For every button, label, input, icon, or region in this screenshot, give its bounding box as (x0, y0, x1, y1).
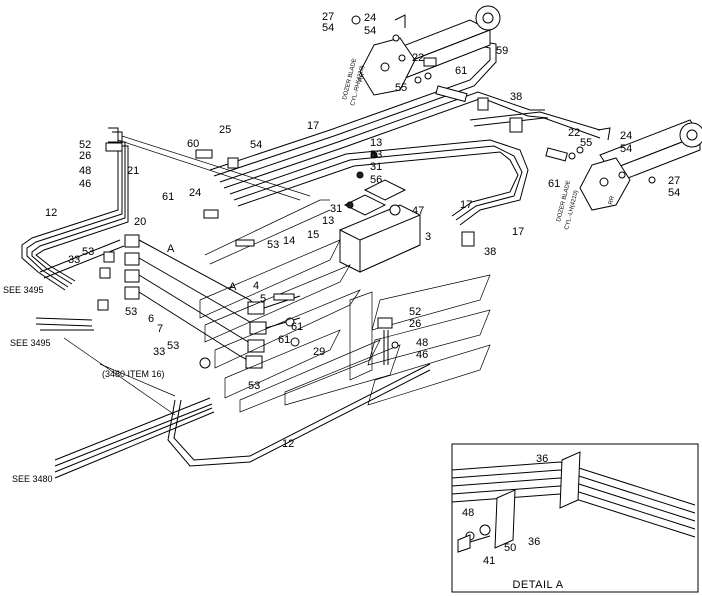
callout-59: 59 (496, 45, 508, 57)
callout-6: 6 (148, 313, 154, 325)
callout-21: 21 (127, 165, 139, 177)
callout-54: 54 (668, 187, 680, 199)
central-hose-bank (124, 199, 331, 369)
callout-61: 61 (278, 334, 290, 346)
cylinder-label-rr-right: RR (608, 195, 616, 206)
detail-marker-a: A (167, 243, 175, 255)
callout-38: 38 (484, 246, 496, 258)
callout-54: 54 (322, 22, 334, 34)
callout-61: 61 (548, 178, 560, 190)
callout-48: 48 (462, 507, 474, 519)
callout-12: 12 (282, 438, 294, 450)
callout-22: 22 (568, 127, 580, 139)
see-3495-label: SEE 3495 (10, 338, 51, 348)
callout-53: 53 (167, 340, 179, 352)
callout-38: 38 (510, 91, 522, 103)
callout-61: 61 (162, 191, 174, 203)
callout-7: 7 (157, 323, 163, 335)
item-16-reference: (3480 ITEM 16) (102, 369, 165, 379)
callout-24: 24 (189, 187, 201, 199)
callout-33: 33 (68, 254, 80, 266)
callout-25: 25 (219, 124, 231, 136)
detail-a-title: DETAIL A (512, 579, 563, 591)
callout-41: 41 (483, 555, 495, 567)
callout-26: 26 (79, 150, 91, 162)
callout-31: 31 (370, 161, 382, 173)
callout-61: 61 (455, 65, 467, 77)
callout-20: 20 (134, 216, 146, 228)
callout-56: 56 (370, 174, 382, 186)
reference-labels: SEE 3495 SEE 3495 (3480 ITEM 16) SEE 348… (3, 285, 563, 591)
callout-36: 36 (536, 453, 548, 465)
control-valve-block (339, 151, 421, 273)
callout-54: 54 (364, 25, 376, 37)
callout-27: 27 (668, 175, 680, 187)
callout-4: 4 (253, 280, 259, 292)
callout-53: 53 (370, 149, 382, 161)
left-pipe-bundle (21, 127, 311, 291)
callout-53: 53 (267, 239, 279, 251)
callout-labels: 27 54 24 54 59 22 61 55 38 17 13 53 31 5… (45, 11, 680, 567)
callout-27: 27 (322, 11, 334, 23)
callout-50: 50 (504, 542, 516, 554)
callout-48: 48 (79, 165, 91, 177)
misc-fittings (97, 97, 523, 369)
callout-47: 47 (412, 205, 424, 217)
callout-54: 54 (620, 143, 632, 155)
callout-46: 46 (416, 349, 428, 361)
detail-a-inset (451, 443, 699, 593)
callout-54: 54 (250, 139, 262, 151)
callout-12: 12 (45, 207, 57, 219)
callout-24: 24 (364, 12, 376, 24)
callout-36: 36 (528, 536, 540, 548)
callout-33: 33 (153, 346, 165, 358)
right-dozer-cylinder-lh: RR DOZER BLADE CYL.-LH(4210) (545, 119, 702, 230)
callout-46: 46 (79, 178, 91, 190)
callout-48: 48 (416, 337, 428, 349)
see-3495-label: SEE 3495 (3, 285, 44, 295)
callout-53: 53 (82, 246, 94, 258)
callout-53: 53 (125, 306, 137, 318)
lower-hose-lines (35, 239, 431, 479)
callout-29: 29 (313, 346, 325, 358)
callout-26: 26 (409, 318, 421, 330)
callout-13: 13 (370, 137, 382, 149)
callout-17: 17 (512, 226, 524, 238)
callout-55: 55 (395, 82, 407, 94)
callout-17: 17 (460, 199, 472, 211)
callout-24: 24 (620, 130, 632, 142)
callout-53: 53 (248, 380, 260, 392)
callout-61: 61 (291, 321, 303, 333)
callout-22: 22 (412, 52, 424, 64)
frame-plates (199, 239, 491, 413)
callout-15: 15 (307, 229, 319, 241)
top-dozer-cylinder-rh: RR DOZER BLADE CYL.-RH(4210) (342, 5, 501, 106)
callout-14: 14 (283, 235, 295, 247)
callout-5: 5 (260, 293, 266, 305)
cylinder-label-rr-top: RR (358, 72, 366, 83)
callout-13: 13 (322, 215, 334, 227)
callout-17: 17 (307, 120, 319, 132)
callout-31: 31 (330, 203, 342, 215)
callout-55: 55 (580, 137, 592, 149)
see-3480-label: SEE 3480 (12, 474, 53, 484)
detail-marker-a: A (229, 281, 237, 293)
callout-60: 60 (187, 138, 199, 150)
callout-52: 52 (409, 306, 421, 318)
callout-3: 3 (425, 231, 431, 243)
callout-52: 52 (79, 139, 91, 151)
